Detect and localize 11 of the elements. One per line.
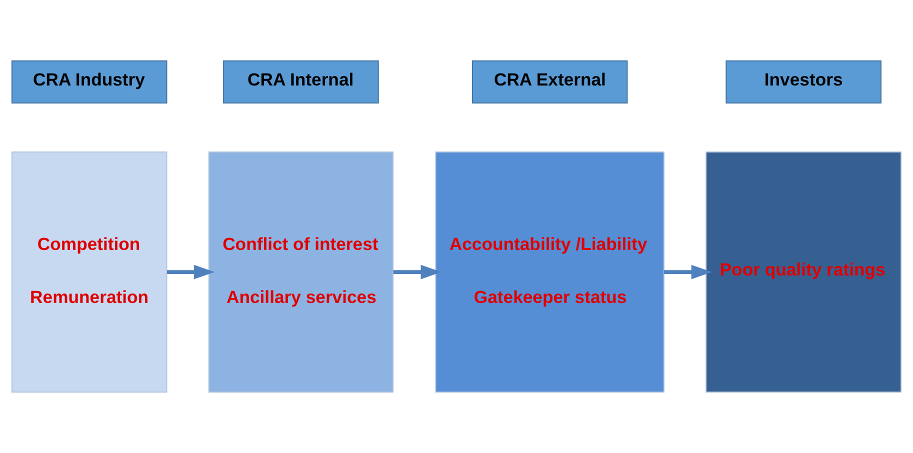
node-box: Investors [726, 60, 882, 104]
node-box: Accountability /Liability Gatekeeper status [435, 152, 664, 393]
node-box: CRA Industry [11, 60, 168, 104]
node-box: Conflict of interest Ancillary services [208, 152, 394, 393]
node-box: CRA External [472, 60, 628, 104]
node-box: Poor quality ratings [706, 152, 902, 393]
arrow [393, 264, 442, 280]
node-box: Competition Remuneration [11, 152, 168, 393]
node-box: CRA Internal [223, 60, 379, 104]
arrow [664, 264, 712, 280]
arrow [167, 264, 215, 280]
